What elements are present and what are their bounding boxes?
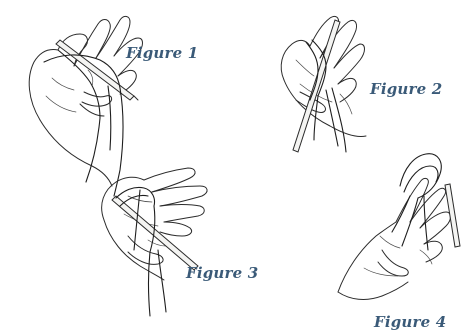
- figure-3-caption: Figure 3: [186, 264, 258, 282]
- figure-4-yarn: [392, 154, 441, 250]
- figure-4-hand: [338, 178, 451, 299]
- figure-1-caption: Figure 1: [126, 44, 198, 62]
- figure-4-needle: [445, 184, 460, 247]
- figure-2-caption: Figure 2: [370, 80, 442, 98]
- figure-4-caption: Figure 4: [374, 313, 446, 331]
